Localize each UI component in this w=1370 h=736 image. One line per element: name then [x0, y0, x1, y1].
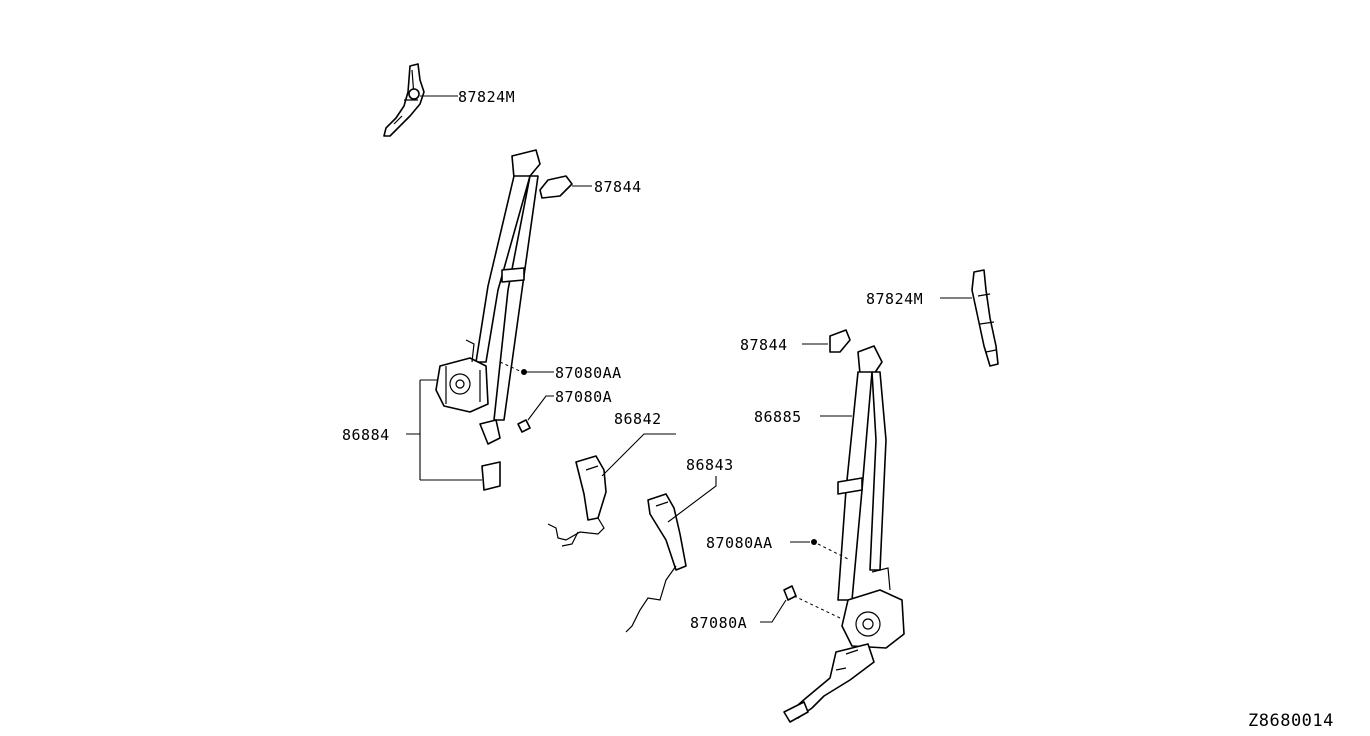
buckle-left-part: [547, 455, 607, 547]
right-bolt-a-part: [783, 585, 797, 601]
left-cap-part: [481, 461, 501, 491]
right-seat-belt-assembly: [783, 345, 905, 723]
buckle-right-leader: [667, 476, 717, 523]
diagram-reference-code: Z8680014: [1248, 711, 1334, 731]
right-bolt-aa-part: [811, 539, 817, 545]
left-upper-anchor-part: [383, 63, 425, 137]
buckle-left-leader: [601, 433, 676, 477]
left-bolt-a-label: 87080A: [555, 388, 612, 406]
buckle-right-part: [625, 493, 687, 633]
right-cover-label: 87844: [740, 336, 788, 354]
left-belt-assy-leader: [406, 379, 482, 481]
left-bolt-aa-label: 87080AA: [555, 364, 622, 382]
right-belt-assy-label: 86885: [754, 408, 802, 426]
left-upper-anchor-label: 87824M: [458, 88, 515, 106]
right-cover-part: [829, 329, 851, 353]
right-bolt-a-leader: [760, 599, 787, 623]
left-seat-belt-assembly: [435, 149, 541, 445]
left-bolt-a-part: [517, 419, 531, 433]
left-bolt-aa-part: [521, 369, 527, 375]
buckle-right-label: 86843: [686, 456, 734, 474]
right-upper-anchor-part: [971, 269, 999, 367]
right-bolt-a-label: 87080A: [690, 614, 747, 632]
left-cover-part: [539, 175, 573, 199]
buckle-left-label: 86842: [614, 410, 662, 428]
right-upper-anchor-label: 87824M: [866, 290, 923, 308]
left-belt-assy-label: 86884: [342, 426, 390, 444]
right-bolt-aa-label: 87080AA: [706, 534, 773, 552]
left-bolt-a-leader: [527, 395, 554, 421]
left-cover-label: 87844: [594, 178, 642, 196]
